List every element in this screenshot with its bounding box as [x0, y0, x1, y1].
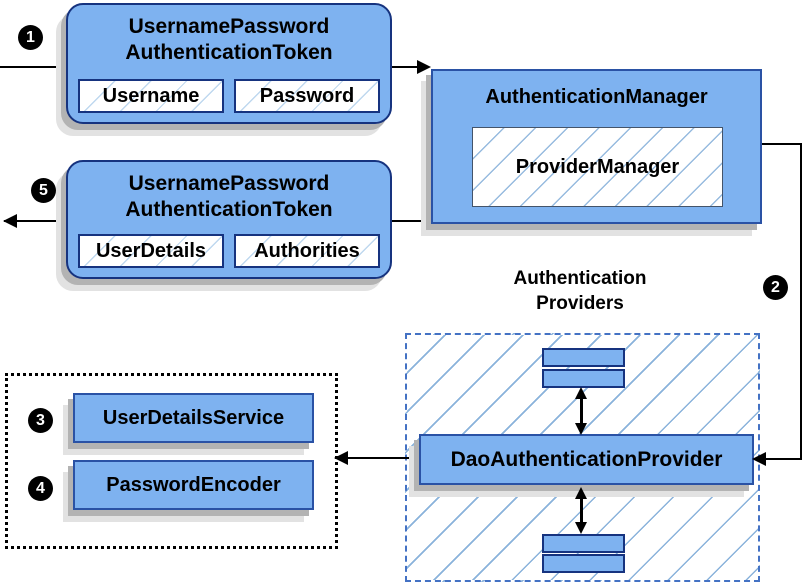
request-token-title: UsernamePassword AuthenticationToken	[68, 14, 390, 66]
connector-step2-bottom-line	[762, 458, 802, 460]
userdetails-field-box: UserDetails	[78, 234, 224, 268]
result-token-fields: UserDetails Authorities	[78, 234, 380, 268]
arrowhead-right-icon	[417, 60, 431, 74]
arrowhead-left-icon	[3, 214, 17, 228]
result-token-title: UsernamePassword AuthenticationToken	[68, 171, 390, 223]
user-details-service-box: UserDetailsService	[73, 393, 314, 443]
connector-dao-services-line	[340, 457, 420, 459]
step-marker-1: 1	[18, 25, 43, 50]
step-marker-4: 4	[28, 476, 53, 501]
provider-placeholder-bar	[542, 534, 625, 553]
provider-placeholder-bar	[542, 348, 625, 367]
double-arrow-bottom-line	[580, 496, 583, 524]
arrowhead-up-icon	[575, 487, 587, 499]
result-token-title-line2: AuthenticationToken	[125, 198, 333, 221]
authentication-manager-box: AuthenticationManager ProviderManager	[431, 69, 762, 224]
password-field-box: Password	[234, 79, 380, 113]
request-token-fields: Username Password	[78, 79, 380, 113]
arrowhead-left-icon	[334, 451, 348, 465]
providers-heading-line2: Providers	[536, 293, 624, 314]
step-marker-5: 5	[31, 178, 56, 203]
result-token-title-line1: UsernamePassword	[128, 172, 330, 195]
arrowhead-down-icon	[575, 423, 587, 435]
request-token-title-line2: AuthenticationToken	[125, 41, 333, 64]
dao-authentication-provider-box: DaoAuthenticationProvider	[419, 434, 754, 485]
authentication-manager-title: AuthenticationManager	[485, 86, 708, 108]
arrowhead-up-icon	[575, 387, 587, 399]
arrowhead-left-icon	[752, 452, 766, 466]
connector-step2-top-line	[758, 143, 802, 145]
username-field-box: Username	[78, 79, 224, 113]
provider-manager-box: ProviderManager	[472, 127, 723, 207]
connector-step2-vertical-line	[800, 143, 802, 460]
providers-heading-line1: Authentication	[513, 268, 647, 289]
provider-placeholder-bar	[542, 369, 625, 388]
request-token-title-line1: UsernamePassword	[128, 15, 330, 38]
request-token-box: UsernamePassword AuthenticationToken Use…	[66, 3, 392, 124]
result-token-box: UsernamePassword AuthenticationToken Use…	[66, 160, 392, 279]
authorities-field-box: Authorities	[234, 234, 380, 268]
double-arrow-top-line	[580, 397, 583, 425]
provider-placeholder-bar	[542, 554, 625, 573]
arrowhead-down-icon	[575, 522, 587, 534]
password-encoder-box: PasswordEncoder	[73, 460, 314, 510]
providers-heading: Authentication Providers	[455, 266, 705, 316]
step-marker-3: 3	[28, 408, 53, 433]
step-marker-2: 2	[763, 275, 788, 300]
